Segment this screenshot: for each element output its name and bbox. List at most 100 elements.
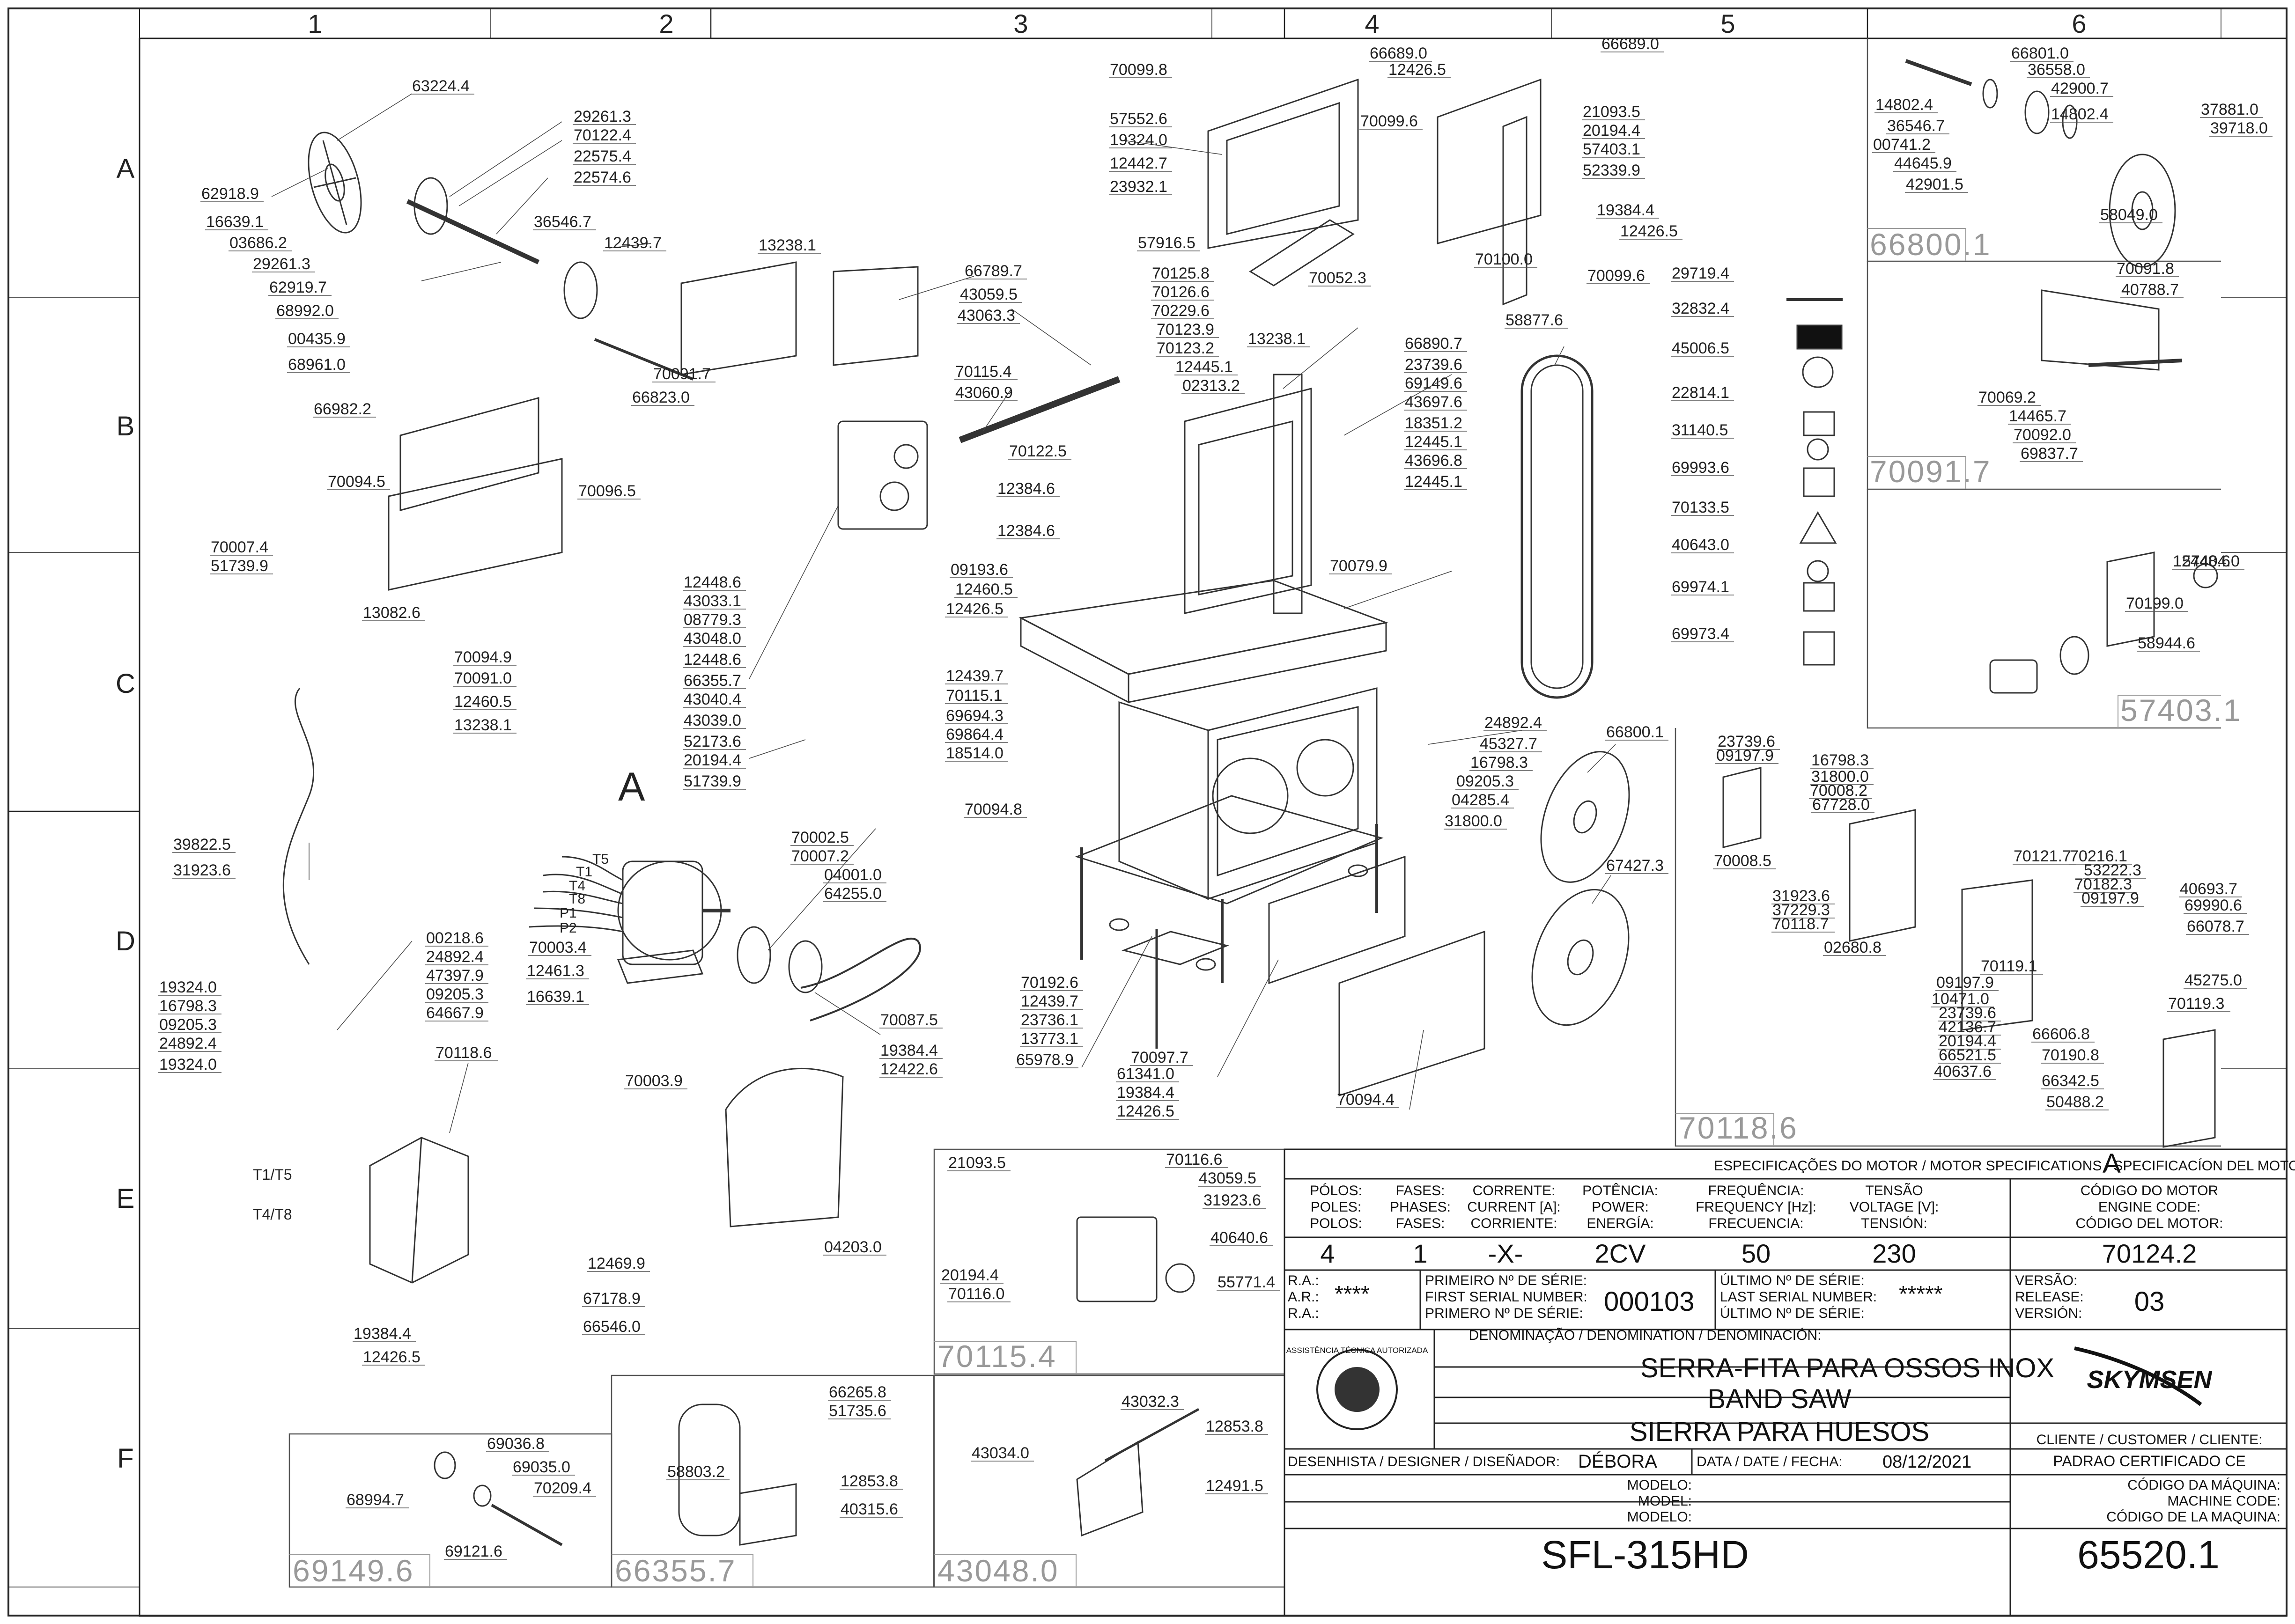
part-label: 70069.2 [1978,389,2036,406]
part-label: 12445.1 [1405,473,1462,491]
part-label: 19384.4 [354,1325,411,1343]
part-label: 19324.0 [159,1056,217,1073]
part-label: 58944.6 [2138,634,2195,652]
part-label: 70003.4 [529,939,587,956]
part-label: 42900.7 [2051,80,2109,97]
part-label: 45006.5 [1672,339,1729,357]
spec-voltage-pt: TENSÃO [1865,1183,1923,1198]
first-serial-value: 000103 [1604,1286,1695,1317]
spec-voltage-es: TENSIÓN: [1861,1216,1927,1231]
part-label: 23739.6 [1718,733,1775,750]
part-label: 52173.6 [684,733,741,750]
product-name-en: BAND SAW [1707,1384,1851,1414]
label-pictograms [1786,298,1843,666]
part-label: 22814.1 [1672,384,1729,402]
part-label: 12426.5 [1388,61,1446,79]
part-label: 70099.6 [1360,112,1418,130]
part-label: 36546.7 [534,213,591,231]
spec-engine-value: 70124.2 [2102,1239,2197,1268]
part-label: 70123.2 [1157,339,1214,357]
customer-value: PADRAO CERTIFICADO CE [2053,1453,2245,1470]
model-label-pt: MODELO: [1627,1477,1692,1493]
spec-freq-es: FRECUENCIA: [1708,1216,1803,1231]
part-label: 43040.4 [684,691,741,708]
part-number-labels: 63224.462918.916639.103686.229261.362919… [158,35,2273,1560]
detail-code-a: 66800.1 [1870,227,1992,262]
motor-lead-labels: T5 T1 T4 T8 P1 P2 [560,852,609,936]
part-label: 12491.5 [1206,1477,1263,1495]
lower-wheel-icon [1531,889,1630,1026]
spec-power-value: 2CV [1595,1239,1646,1268]
ra-label-3: R.A.: [1288,1306,1319,1321]
part-label: 70119.1 [1981,957,2037,975]
part-label: 70092.0 [2014,426,2071,444]
part-label: 70052.3 [1309,269,1366,287]
part-label: 64255.0 [824,885,882,903]
part-label: 16798.3 [159,997,217,1015]
detail-pulley-icon [2109,154,2176,268]
part-label: 18514.0 [946,744,1004,762]
part-label: 70094.9 [454,648,512,666]
part-label: 68992.0 [276,302,334,320]
part-label: 12469.9 [588,1255,645,1272]
machine-code-label-es: CÓDIGO DE LA MAQUINA: [2106,1509,2280,1525]
grid-col-4: 4 [1365,9,1379,38]
service-seal-text: ASSISTÊNCIA TÉCNICA AUTORIZADA [1286,1346,1428,1355]
spec-power-es: ENERGÍA: [1587,1216,1653,1231]
part-label: 23736.1 [1021,1011,1078,1029]
part-label: 66689.0 [1601,35,1659,53]
part-label: 57403.1 [1583,140,1640,158]
grid-row-f: F [117,1443,133,1474]
spec-freq-pt: FREQUÊNCIA: [1708,1183,1804,1198]
grid-row-b: B [117,411,135,441]
part-label: 12448.6 [684,573,741,591]
part-label: 57404.0 [2182,552,2240,570]
protection-icon [1807,438,1829,461]
part-label: 44645.9 [1894,154,1952,172]
first-serial-label-en: FIRST SERIAL NUMBER: [1425,1289,1587,1305]
part-label: 70116.0 [948,1285,1004,1303]
part-label: 70190.8 [2042,1046,2099,1064]
part-label: 19324.0 [159,978,217,996]
designer-label: DESENHISTA / DESIGNER / DISEÑADOR: [1288,1454,1560,1470]
part-label: 20194.4 [1583,122,1640,140]
part-label: 12439.7 [946,667,1004,685]
part-label: 43059.5 [960,286,1018,303]
part-label: 22574.6 [574,169,631,186]
part-label: 70119.3 [2168,995,2224,1013]
part-label: 20194.4 [684,751,741,769]
part-label: 43060.9 [955,384,1013,402]
part-label: 66546.0 [583,1318,641,1336]
part-label: 70094.4 [1337,1091,1395,1109]
denomination-label: DENOMINAÇÃO / DENOMINATION / DENOMINACIÓ… [1469,1327,1822,1343]
part-label: 04203.0 [824,1238,882,1256]
part-label: 70133.5 [1672,499,1729,516]
part-label: 12384.6 [997,522,1055,540]
part-label: 19384.4 [880,1042,938,1059]
part-label: 70116.6 [1166,1151,1222,1168]
part-label: 39822.5 [173,836,231,853]
last-serial-label-es: ÚLTIMO Nº DE SÉRIE: [1720,1306,1865,1321]
part-label: 12426.5 [1620,222,1678,240]
part-label: 58877.6 [1505,311,1563,329]
skymsen-brand: SKYMSEN [2074,1346,2213,1406]
part-label: 61341.0 [1117,1065,1174,1083]
part-label: 13773.1 [1021,1030,1078,1048]
product-name-es: SIERRA PARA HUESOS [1630,1417,1929,1447]
part-label: 12448.6 [684,651,741,669]
part-label: 37881.0 [2201,101,2258,118]
part-label: 12460.5 [454,693,512,711]
part-label: 70126.6 [1152,283,1210,301]
part-label: 00218.6 [426,929,484,947]
part-label: 69837.7 [2021,445,2078,463]
part-label: 70096.5 [578,482,636,500]
part-label: 55771.4 [1218,1273,1275,1291]
part-label: 66265.8 [829,1383,886,1401]
part-label: 69149.6 [1405,375,1462,392]
part-label: 67728.0 [1812,796,1870,814]
detail-code-b: 70091.7 [1870,454,1992,489]
part-label: 70091.8 [2117,260,2174,278]
part-label: 57916.5 [1138,234,1195,252]
upper-wheel-icon [1540,751,1630,883]
part-label: 12445.1 [1175,358,1233,376]
